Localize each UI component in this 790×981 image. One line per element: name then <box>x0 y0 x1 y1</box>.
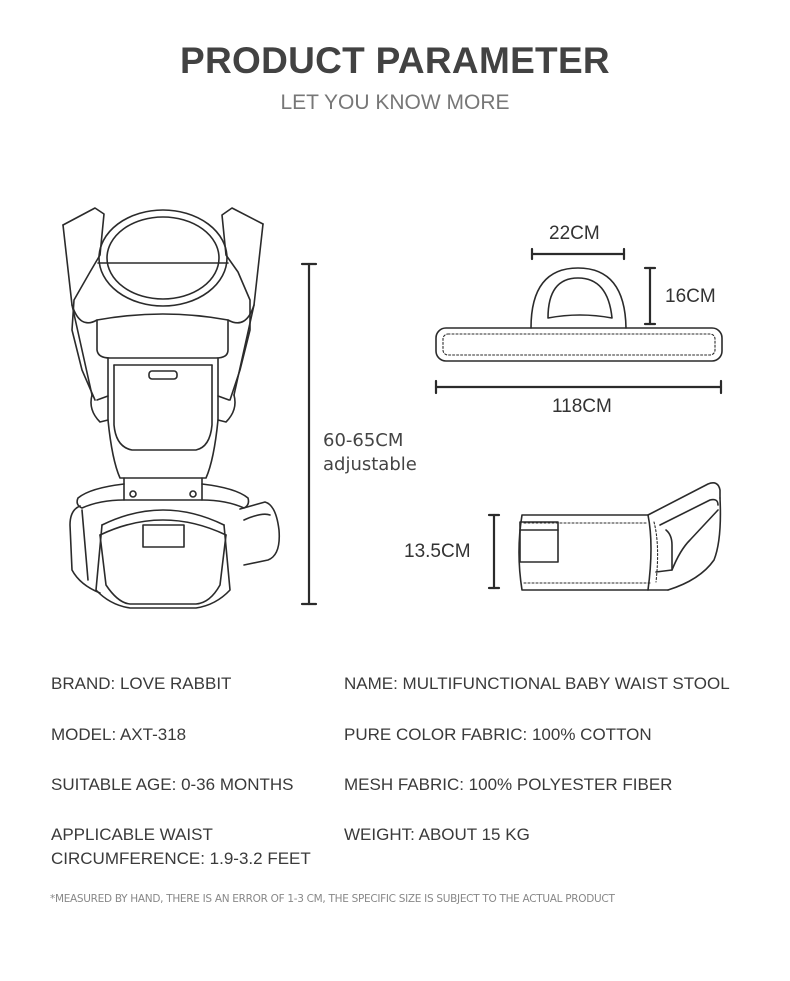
spec-brand: BRAND: LOVE RABBIT <box>51 674 232 693</box>
carrier-height-label: 60-65CM adjustable <box>323 429 417 477</box>
spec-weight: WEIGHT: ABOUT 15 KG <box>344 825 530 844</box>
carrier-height-value: 60-65CM <box>323 430 404 451</box>
spec-suitable-age: SUITABLE AGE: 0-36 MONTHS <box>51 775 294 794</box>
spec-mesh-fabric: MESH FABRIC: 100% POLYESTER FIBER <box>344 775 673 794</box>
spec-pure-color-fabric: PURE COLOR FABRIC: 100% COTTON <box>344 725 652 744</box>
baby-carrier-illustration <box>62 207 281 609</box>
page-title: PRODUCT PARAMETER <box>180 40 610 81</box>
spec-waist-circumference: APPLICABLE WAIST CIRCUMFERENCE: 1.9-3.2 … <box>51 823 311 871</box>
spec-waist-line2: CIRCUMFERENCE: 1.9-3.2 FEET <box>51 849 311 868</box>
measurement-footnote: *MEASURED BY HAND, THERE IS AN ERROR OF … <box>50 893 615 905</box>
seat-depth-label: 13.5CM <box>404 541 471 562</box>
belt-length-label: 118CM <box>552 396 612 417</box>
belt-length-dimension-line <box>434 379 723 395</box>
spec-name: NAME: MULTIFUNCTIONAL BABY WAIST STOOL <box>344 674 730 693</box>
spec-model: MODEL: AXT-318 <box>51 725 187 744</box>
seat-depth-dimension-line <box>487 513 501 590</box>
seat-width-label: 22CM <box>549 223 600 244</box>
seat-height-label: 16CM <box>665 286 716 307</box>
seat-side-illustration <box>518 482 722 591</box>
carrier-height-dimension-line <box>300 262 318 606</box>
page-subtitle: LET YOU KNOW MORE <box>280 91 510 114</box>
spec-waist-line1: APPLICABLE WAIST <box>51 825 213 844</box>
carrier-height-note: adjustable <box>323 454 417 475</box>
seat-height-dimension-line <box>643 266 657 326</box>
seat-width-dimension-line <box>530 247 626 261</box>
waist-belt-top-illustration <box>435 267 723 362</box>
